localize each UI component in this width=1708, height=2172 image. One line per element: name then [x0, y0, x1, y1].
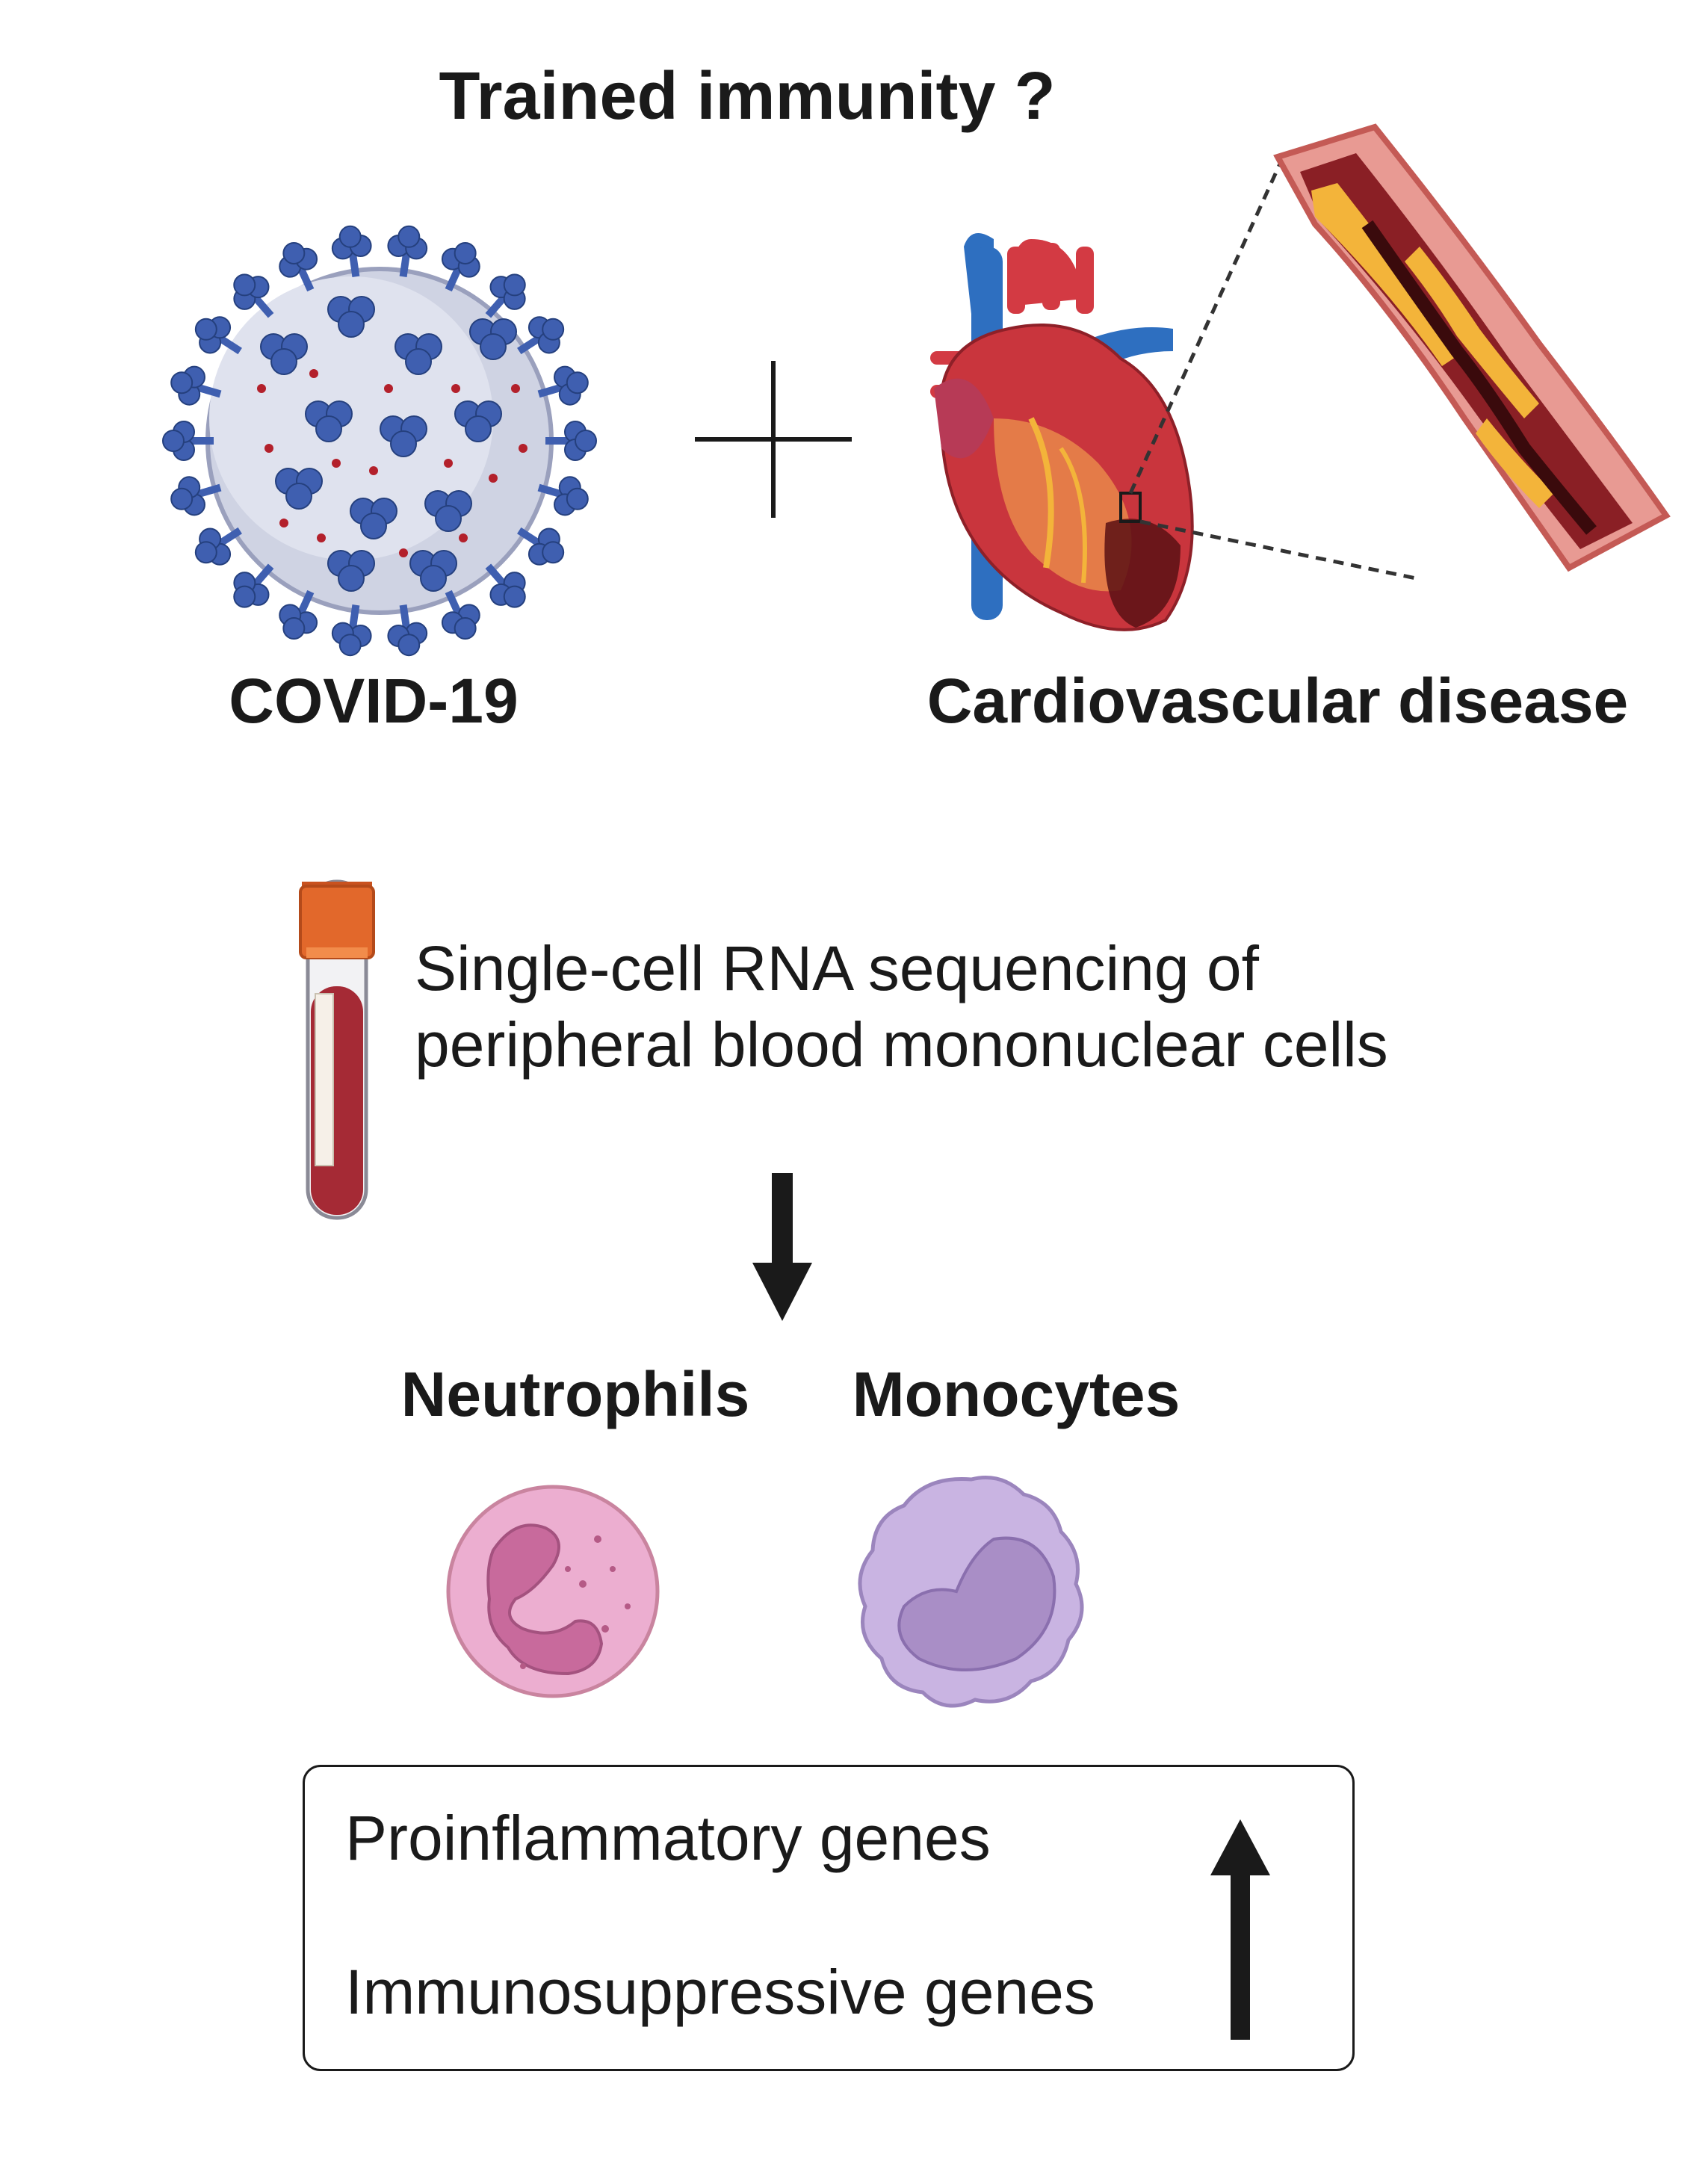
virus-spike-head: [170, 371, 194, 395]
virus-spike-head: [566, 487, 589, 510]
cardiovascular-label: Cardiovascular disease: [926, 666, 1629, 736]
virus-spike-head: [397, 634, 421, 657]
monocytes-label: Monocytes: [852, 1359, 1181, 1429]
virus-spike-head: [282, 617, 306, 640]
gene-group-immunosuppressive: Immunosuppressive genes: [345, 1957, 1095, 2027]
result-box: [303, 1765, 1355, 2071]
virus-particle-dot: [511, 384, 520, 393]
virus-surface-protein: [390, 430, 417, 457]
virus-particle-dot: [317, 533, 326, 542]
virus-surface-protein: [465, 415, 492, 442]
virus-particle-dot: [264, 444, 273, 453]
virus-spike-head: [575, 430, 597, 452]
covid-label: COVID-19: [229, 666, 519, 736]
virus-particle-dot: [369, 466, 378, 475]
virus-surface-protein: [338, 311, 365, 338]
gene-group-proinflammatory: Proinflammatory genes: [345, 1803, 991, 1873]
virus-surface-protein: [420, 565, 447, 592]
virus-spike-head: [282, 241, 306, 264]
virus-spike-head: [233, 273, 256, 297]
virus-spike-head: [170, 487, 194, 510]
virus-spike-head: [454, 617, 477, 640]
virus-spike-head: [233, 585, 256, 608]
diagram-title: Trained immunity ?: [439, 59, 1056, 134]
virus-particle-dot: [451, 384, 460, 393]
virus-surface-protein: [285, 483, 312, 510]
virus-spike-head: [503, 585, 526, 608]
virus-particle-dot: [444, 459, 453, 468]
virus-spike-head: [454, 241, 477, 264]
virus-spike-head: [397, 225, 421, 248]
virus-particle-dot: [519, 444, 527, 453]
virus-spike-head: [503, 273, 526, 297]
virus-spike-head: [542, 541, 565, 564]
virus-particle-dot: [279, 519, 288, 527]
virus-particle-dot: [489, 474, 498, 483]
virus-spike-head: [162, 430, 185, 452]
virus-spike-head: [194, 318, 217, 341]
virus-spike-head: [566, 371, 589, 395]
virus-particle-dot: [399, 548, 408, 557]
method-line-2: peripheral blood mononuclear cells: [415, 1009, 1388, 1080]
virus-surface-protein: [435, 505, 462, 532]
virus-particle-dot: [257, 384, 266, 393]
virus-particle-dot: [459, 533, 468, 542]
method-description: Single-cell RNA sequencing of peripheral…: [415, 930, 1388, 1083]
virus-spike-head: [542, 318, 565, 341]
method-line-1: Single-cell RNA sequencing of: [415, 933, 1259, 1003]
virus-particle-dot: [332, 459, 341, 468]
neutrophils-label: Neutrophils: [400, 1359, 750, 1429]
virus-surface-protein: [338, 565, 365, 592]
virus-spike-head: [194, 541, 217, 564]
virus-spike-head: [338, 634, 362, 657]
virus-surface-protein: [360, 513, 387, 539]
virus-particle-dot: [384, 384, 393, 393]
virus-surface-protein: [480, 333, 507, 360]
virus-surface-protein: [315, 415, 342, 442]
virus-spike-head: [338, 225, 362, 248]
virus-surface-protein: [270, 348, 297, 375]
virus-surface-protein: [405, 348, 432, 375]
virus-particle-dot: [309, 369, 318, 378]
